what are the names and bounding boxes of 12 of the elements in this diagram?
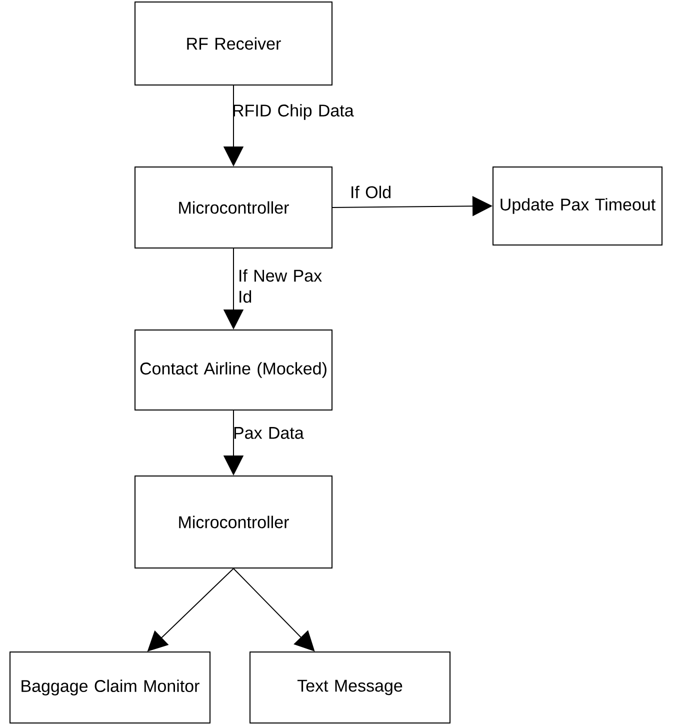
- arrow: [233, 568, 315, 652]
- edge-label: Pax Data: [234, 427, 304, 439]
- process-box: Microcontroller: [134, 166, 332, 248]
- process-box: Baggage Claim Monitor: [10, 652, 210, 724]
- edge-label: RFID Chip Data: [233, 104, 354, 120]
- process-box: Microcontroller: [134, 476, 332, 568]
- process-box: Text Message: [250, 652, 450, 724]
- edge-label: If New Pax Id: [240, 269, 322, 303]
- process-box: Update Pax Timeout: [492, 166, 662, 246]
- edge-label: If Old: [352, 186, 390, 198]
- process-box: RF Receiver: [134, 2, 332, 86]
- process-box: Contact Airline (Mocked): [134, 330, 332, 410]
